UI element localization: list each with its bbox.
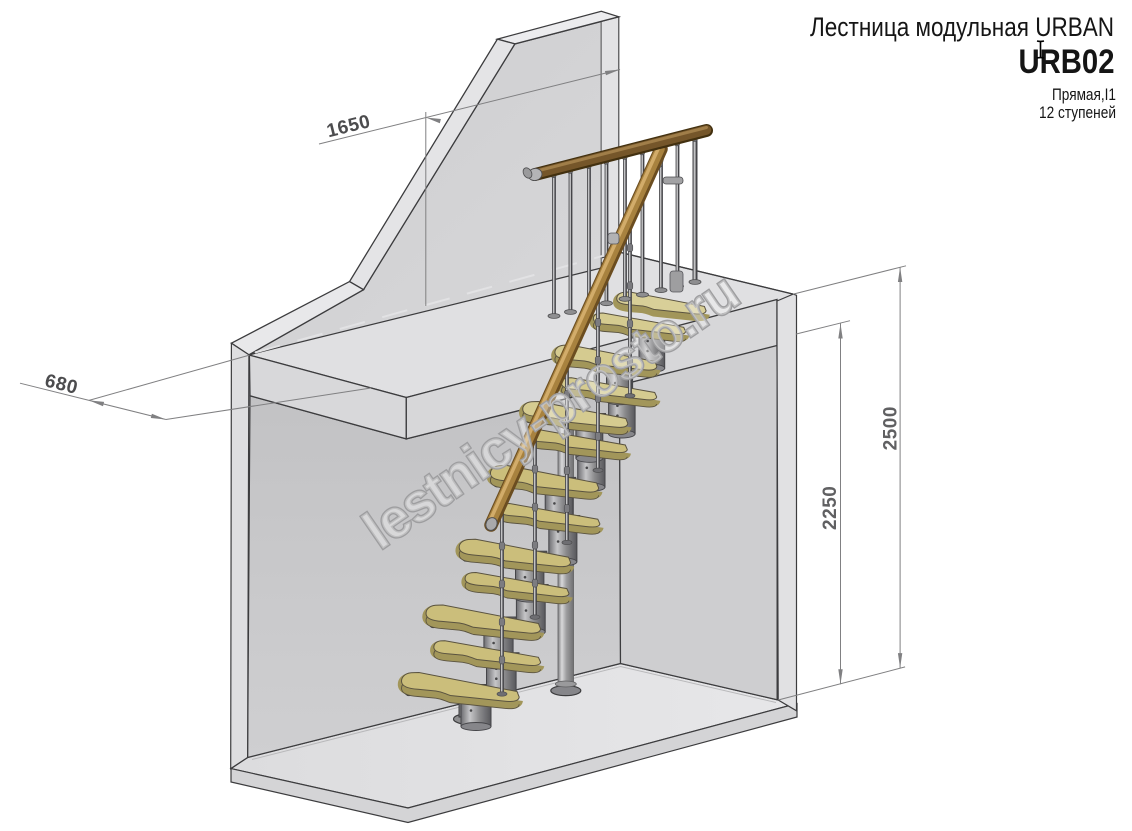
svg-text:2250: 2250 <box>820 486 841 530</box>
svg-text:2500: 2500 <box>881 406 902 450</box>
svg-text:1650: 1650 <box>325 111 373 142</box>
svg-text:Прямая,I1: Прямая,I1 <box>1052 85 1116 104</box>
svg-text:12 ступеней: 12 ступеней <box>1039 103 1116 122</box>
svg-text:680: 680 <box>43 370 80 398</box>
svg-text:URB02: URB02 <box>1019 43 1115 81</box>
svg-text:Лестница модульная URBAN: Лестница модульная URBAN <box>810 12 1114 42</box>
